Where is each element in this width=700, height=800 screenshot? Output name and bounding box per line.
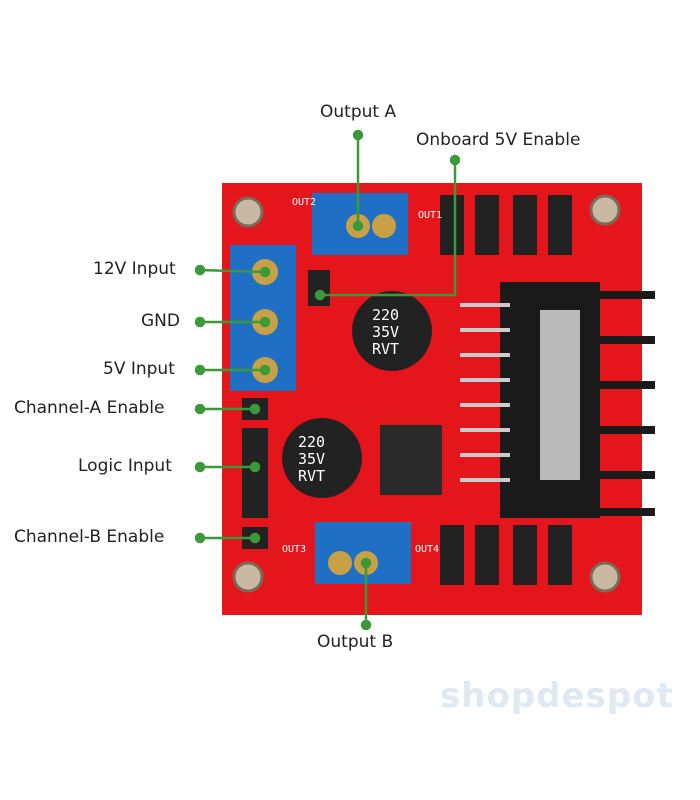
silk-out1: OUT1 — [418, 210, 442, 221]
svg-text:35V: 35V — [298, 450, 325, 468]
l298n-chip — [540, 310, 580, 480]
diodes — [440, 195, 572, 585]
watermark: shopdespot — [440, 676, 674, 716]
svg-text:220: 220 — [298, 433, 325, 451]
label-channel-a-enable: Channel-A Enable — [14, 398, 165, 418]
label-5v-input: 5V Input — [103, 359, 175, 379]
label-output-a: Output A — [320, 102, 397, 122]
capacitor-2 — [282, 418, 362, 498]
label-output-b: Output B — [317, 632, 394, 652]
silk-out2: OUT2 — [292, 197, 316, 208]
voltage-regulator — [380, 425, 442, 495]
header-logic — [242, 428, 268, 518]
label-channel-b-enable: Channel-B Enable — [14, 527, 165, 547]
jumper-5v-enable — [308, 270, 330, 306]
label-logic-input: Logic Input — [78, 456, 172, 476]
capacitor-1 — [352, 291, 432, 371]
label-onboard-5v-enable: Onboard 5V Enable — [416, 130, 581, 150]
svg-text:RVT: RVT — [372, 340, 399, 358]
silk-out4: OUT4 — [415, 544, 439, 555]
svg-text:35V: 35V — [372, 323, 399, 341]
svg-text:220: 220 — [372, 306, 399, 324]
leader-lines — [194, 129, 461, 631]
mounting-holes — [232, 194, 621, 593]
svg-text:RVT: RVT — [298, 467, 325, 485]
label-gnd: GND — [141, 311, 180, 331]
silk-out3: OUT3 — [282, 544, 306, 555]
label-12v-input: 12V Input — [93, 259, 176, 279]
